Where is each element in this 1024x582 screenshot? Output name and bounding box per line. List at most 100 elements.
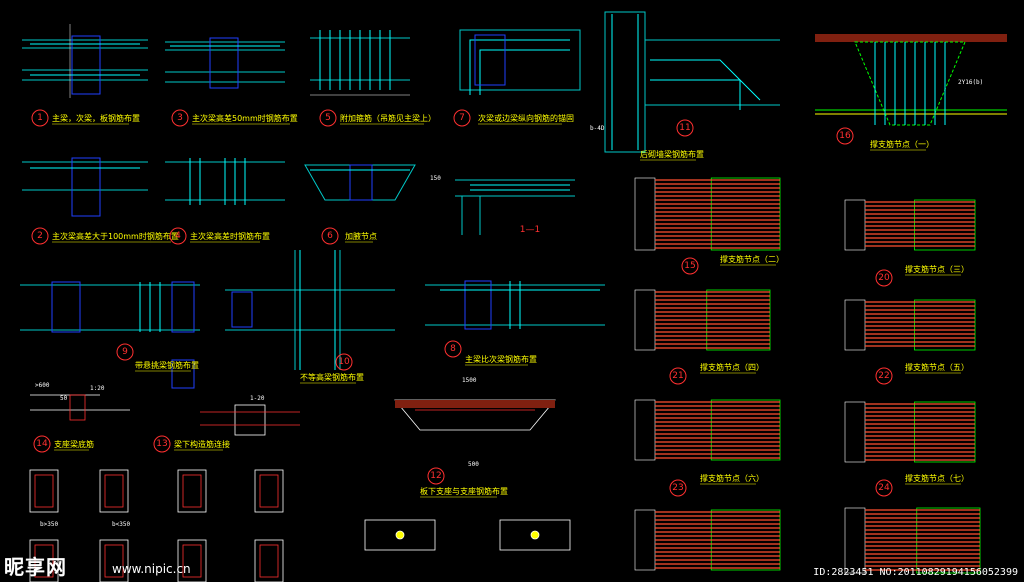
- detail-number: 15: [684, 261, 695, 271]
- fiber-panel: [844, 507, 981, 574]
- detail-number-circle: [427, 467, 445, 485]
- detail-number: 16: [839, 131, 851, 141]
- detail-number-circle: [453, 109, 471, 127]
- dim-gt-600: >600: [35, 382, 50, 389]
- detail-number-circle: [116, 343, 134, 361]
- detail-number: 2: [37, 231, 43, 241]
- detail-number: 23: [672, 483, 683, 493]
- detail-number-circle: [875, 269, 893, 287]
- detail-caption: 主次梁高差时钢筋布置: [190, 231, 270, 241]
- detail-number: 12: [430, 471, 441, 481]
- detail-caption: 撑支筋节点（五）: [905, 362, 969, 372]
- dim-150: 150: [430, 175, 441, 182]
- detail-number-circle: [169, 227, 187, 245]
- detail-number-circle: [33, 435, 51, 453]
- detail-number: 1—1: [520, 225, 540, 235]
- detail-number: 1: [37, 113, 43, 123]
- panel-anchor: [844, 507, 866, 574]
- panel-anchor: [634, 177, 656, 251]
- detail-number: 5: [325, 113, 331, 123]
- panel-green-frame: [916, 507, 981, 574]
- detail-12-drawing: [394, 399, 556, 431]
- dim-2y16: 2Y16(b): [958, 79, 983, 86]
- detail-2-drawing: [22, 157, 148, 217]
- detail-5-drawing: [310, 30, 410, 96]
- detail-caption: 支座梁底筋: [54, 439, 94, 449]
- detail-caption: 主次梁高差50mm时钢筋布置: [192, 113, 298, 123]
- beam-sections-bottom: [29, 469, 571, 582]
- panel-anchor: [844, 199, 866, 251]
- detail-caption: 后砌墙梁钢筋布置: [640, 149, 704, 159]
- detail-number-circle: [875, 367, 893, 385]
- detail-number: 14: [36, 439, 48, 449]
- detail-caption: 撑支筋节点（七）: [905, 473, 969, 483]
- panel-green-frame: [914, 199, 976, 251]
- detail-number-circle: [681, 257, 699, 275]
- detail-caption: 撑支筋节点（三）: [905, 264, 969, 274]
- panel-anchor: [844, 299, 866, 351]
- panel-green-frame: [914, 299, 976, 351]
- detail-number: 8: [450, 344, 456, 354]
- detail-number-circle: [31, 227, 49, 245]
- detail-18-drawing: [815, 34, 1007, 126]
- dim-b-gt-350: b>350: [40, 521, 58, 528]
- detail-13-drawing: [200, 404, 300, 436]
- detail-1-1-drawing: [455, 179, 575, 235]
- panel-green-frame: [710, 177, 781, 251]
- detail-caption: 主梁比次梁钢筋布置: [465, 354, 537, 364]
- fiber-panel: [844, 401, 976, 463]
- detail-number-circle: [171, 109, 189, 127]
- detail-number: 21: [672, 371, 683, 381]
- detail-caption: 附加箍筋（吊筋见主梁上）: [340, 113, 436, 123]
- watermark-logo: 昵享网: [4, 555, 67, 579]
- detail-number-circle: [836, 127, 854, 145]
- detail-number-circle: [669, 479, 687, 497]
- detail-number: 4: [175, 231, 181, 241]
- detail-caption: 带悬挑梁钢筋布置: [135, 360, 199, 370]
- detail-number: 20: [878, 273, 890, 283]
- fiber-panel: [844, 299, 976, 351]
- detail-8-drawing: [425, 280, 605, 330]
- dim-50: 50: [60, 395, 68, 402]
- detail-number: 10: [338, 357, 350, 367]
- detail-number: 24: [878, 483, 890, 493]
- detail-caption: 不等高梁钢筋布置: [300, 372, 364, 382]
- panel-anchor: [634, 289, 656, 351]
- detail-number-circle: [875, 479, 893, 497]
- dim-b-lt-350: b<350: [112, 521, 130, 528]
- detail-4-drawing: [165, 158, 285, 205]
- fiber-panels: [634, 177, 981, 574]
- detail-number: 6: [327, 231, 333, 241]
- dim-500: 500: [468, 461, 479, 468]
- dim-1500: 1500: [462, 377, 477, 384]
- detail-caption: 主次梁高差大于100mm时钢筋布置: [52, 231, 179, 241]
- detail-number: 13: [156, 439, 167, 449]
- dim-slope: 1:20: [90, 385, 105, 392]
- detail-caption: 板下支座与支座钢筋布置: [420, 486, 508, 496]
- detail-number: 22: [878, 371, 889, 381]
- detail-3-drawing: [165, 37, 285, 89]
- detail-number: 3: [177, 113, 183, 123]
- panel-anchor: [634, 399, 656, 461]
- detail-number-circle: [153, 435, 171, 453]
- panel-anchor: [634, 509, 656, 571]
- detail-number: 9: [122, 347, 128, 357]
- detail-caption: 撑支筋节点（一）: [870, 139, 934, 149]
- detail-6-drawing: [304, 164, 416, 201]
- detail-number: 11: [679, 123, 690, 133]
- dim-1-20: 1-20: [250, 395, 265, 402]
- detail-number: 7: [459, 113, 465, 123]
- detail-number-circle: [321, 227, 339, 245]
- fiber-panel: [634, 289, 771, 351]
- fiber-panel: [634, 177, 781, 251]
- detail-number-circle: [444, 340, 462, 358]
- detail-caption: 撑支筋节点（四）: [700, 362, 764, 372]
- watermark-id: ID:2823451 NO:20110829194156052399: [813, 567, 1018, 578]
- fiber-panel: [844, 199, 976, 251]
- detail-14-drawing: [30, 394, 130, 421]
- detail-caption: 撑支筋节点（二）: [720, 254, 784, 264]
- detail-11-drawing: [604, 11, 780, 153]
- dim-b-4d: b-4D: [590, 125, 605, 132]
